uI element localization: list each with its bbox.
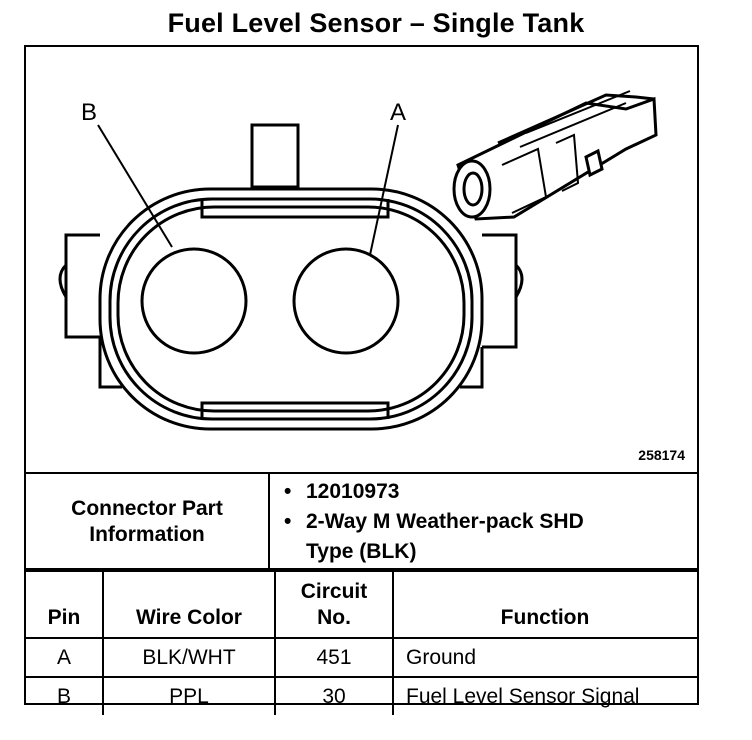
connector-band-2 — [555, 133, 580, 192]
row-function: Fuel Level Sensor Signal — [392, 676, 697, 715]
cavity-a — [292, 247, 400, 355]
housing-ring-1 — [108, 197, 474, 421]
row-wire-color: PPL — [102, 676, 276, 715]
connector-face-drawing — [58, 90, 658, 431]
bullet-2: • — [284, 510, 292, 533]
cavity-b — [140, 247, 248, 355]
part-number: 12010973 — [306, 480, 400, 503]
connector-info-label-line1: Connector Part — [71, 497, 223, 520]
right-flange-lower — [460, 347, 484, 389]
connector-ridge-2 — [519, 102, 627, 148]
header-wire-color: Wire Color — [102, 568, 276, 639]
figure-number: 258174 — [638, 447, 685, 463]
connector-info-values: • 12010973 • 2-Way M Weather-pack SHD Type… — [268, 472, 697, 572]
pin-label-a: A — [390, 99, 407, 126]
bottom-rib — [200, 401, 390, 419]
connector-mouth-inner — [462, 171, 484, 207]
connector-band — [501, 147, 548, 214]
row-function: Ground — [392, 637, 697, 678]
header-circuit-line2: No. — [317, 606, 351, 629]
connector-body-top — [497, 93, 655, 145]
left-flange-lower — [98, 337, 122, 389]
pin-table-header: Pin Wire Color Circuit No. Function — [26, 568, 697, 639]
left-bump — [58, 263, 68, 298]
table-row: A BLK/WHT 451 Ground — [26, 637, 697, 678]
leader-b — [97, 124, 173, 248]
diagram-title: Fuel Level Sensor – Single Tank — [167, 8, 585, 38]
pin-label-b: B — [81, 99, 98, 126]
leader-a — [369, 124, 399, 256]
row-wire-color: BLK/WHT — [102, 637, 276, 678]
connector-mouth — [452, 159, 492, 219]
connector-description: 2-Way M Weather-pack SHD — [306, 510, 584, 533]
row-pin: A — [26, 637, 104, 678]
latch-tab — [250, 123, 300, 189]
connector-3d-illustration — [452, 90, 658, 221]
connector-info-label: Connector Part Information — [26, 472, 270, 572]
top-rib — [200, 199, 390, 219]
header-function: Function — [392, 568, 697, 639]
right-flange — [482, 233, 518, 349]
connector-info-label-line2: Information — [89, 523, 205, 546]
connector-face-view: B A 258174 — [26, 47, 697, 472]
left-flange — [64, 233, 100, 339]
header-pin: Pin — [26, 568, 104, 639]
bullet-1: • — [284, 480, 292, 503]
header-circuit-line1: Circuit — [300, 580, 368, 603]
row-pin: B — [26, 676, 104, 715]
row-circuit: 30 — [274, 676, 394, 715]
connector-lock — [584, 148, 604, 178]
connector-ridge — [525, 90, 631, 134]
housing-ring-2 — [116, 205, 466, 413]
diagram-frame: B A 258174 Connector Part Information • 1… — [24, 45, 699, 715]
connector-info-table: Connector Part Information • 12010973 • 2-… — [26, 472, 697, 572]
header-circuit: Circuit No. — [274, 568, 394, 639]
connector-description-line2: Type (BLK) — [306, 540, 417, 563]
connector-body — [456, 96, 658, 221]
pin-table: Pin Wire Color Circuit No. Function A BL… — [26, 568, 697, 715]
row-circuit: 451 — [274, 637, 394, 678]
table-row: B PPL 30 Fuel Level Sensor Signal — [26, 676, 697, 715]
right-bump — [514, 263, 524, 298]
